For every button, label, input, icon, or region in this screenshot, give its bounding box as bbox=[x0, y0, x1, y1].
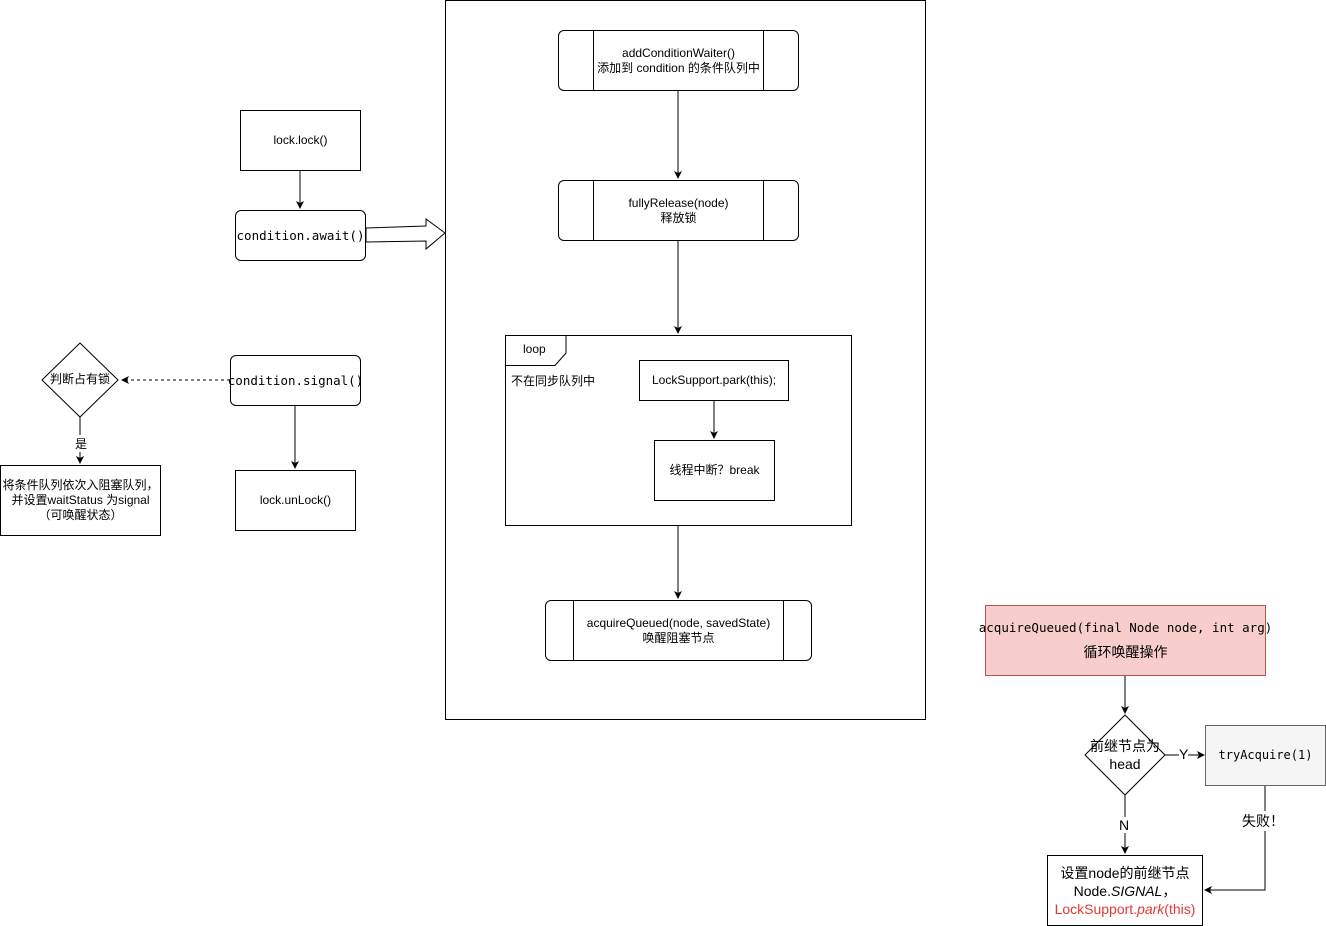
fully-release-node: fullyRelease(node) 释放锁 bbox=[558, 180, 799, 241]
loop-condition: 不在同步队列中 bbox=[511, 374, 596, 388]
transfer-line-1: 将条件队列依次入阻塞队列， bbox=[2, 478, 159, 492]
add-waiter-line-1: addConditionWaiter() bbox=[622, 45, 735, 60]
add-waiter-node: addConditionWaiter() 添加到 condition 的条件队列… bbox=[558, 30, 799, 91]
await-container bbox=[445, 0, 926, 720]
park-node: LockSupport.park(this); bbox=[639, 360, 789, 401]
head-decision-line-1: 前继节点为 bbox=[1090, 738, 1160, 754]
fully-release-line-2: 释放锁 bbox=[660, 210, 697, 225]
acquire-header-node: acquireQueued(final Node node, int arg) … bbox=[979, 605, 1272, 676]
unlock-node: lock.unLock() bbox=[235, 470, 356, 531]
yes-branch-label: Y bbox=[1179, 746, 1189, 762]
signal-label: condition.signal() bbox=[227, 373, 364, 388]
try-acquire-node: tryAcquire(1) bbox=[1205, 725, 1326, 786]
arrow-try-result bbox=[1204, 785, 1266, 894]
head-decision-label: 前继节点为 head bbox=[1075, 737, 1175, 773]
lock-node: lock.lock() bbox=[240, 110, 361, 171]
set-signal-line-1: 设置node的前继节点 bbox=[1060, 864, 1190, 881]
arrow-await-detail bbox=[365, 218, 446, 251]
fully-release-line-1: fullyRelease(node) bbox=[628, 195, 729, 210]
fail-label: 失败！ bbox=[1242, 811, 1284, 831]
transfer-node: 将条件队列依次入阻塞队列， 并设置waitStatus 为signal （可唤醒… bbox=[0, 465, 161, 536]
set-signal-node: 设置node的前继节点 Node.SIGNAL， LockSupport.par… bbox=[1047, 855, 1203, 926]
interrupted-node: 线程中断？break bbox=[654, 440, 775, 501]
await-node: condition.await() bbox=[235, 210, 366, 261]
interrupted-label: 线程中断？break bbox=[669, 463, 760, 477]
no-branch-label: N bbox=[1119, 817, 1130, 833]
head-decision-line-2: head bbox=[1109, 756, 1141, 772]
acquire-queued-line-1: acquireQueued(node, savedState) bbox=[586, 615, 771, 630]
loop-tag-shape bbox=[505, 335, 567, 366]
set-signal-line-2: Node.SIGNAL， bbox=[1073, 882, 1177, 899]
loop-tag: loop bbox=[523, 342, 546, 356]
lock-decision-label: 判断占有锁 bbox=[49, 372, 110, 386]
acquire-header-code: acquireQueued(final Node node, int arg) bbox=[978, 619, 1273, 635]
add-waiter-line-2: 添加到 condition 的条件队列中 bbox=[597, 60, 760, 75]
try-acquire-label: tryAcquire(1) bbox=[1218, 748, 1313, 762]
signal-node: condition.signal() bbox=[227, 355, 364, 406]
transfer-line-3: （可唤醒状态） bbox=[38, 508, 123, 522]
transfer-line-2: 并设置waitStatus 为signal bbox=[11, 493, 150, 507]
acquire-queued-node: acquireQueued(node, savedState) 唤醒阻塞节点 bbox=[545, 600, 812, 661]
acquire-header-desc: 循环唤醒操作 bbox=[1083, 643, 1168, 660]
acquire-queued-line-2: 唤醒阻塞节点 bbox=[642, 630, 715, 645]
await-label: condition.await() bbox=[236, 228, 365, 243]
lock-decision-shape bbox=[41, 342, 119, 418]
yes-label: 是 bbox=[75, 435, 88, 452]
park-label: LockSupport.park(this); bbox=[651, 373, 777, 387]
lock-label: lock.lock() bbox=[273, 133, 328, 147]
set-signal-line-3: LockSupport.park(this) bbox=[1054, 900, 1196, 917]
unlock-label: lock.unLock() bbox=[259, 493, 332, 507]
